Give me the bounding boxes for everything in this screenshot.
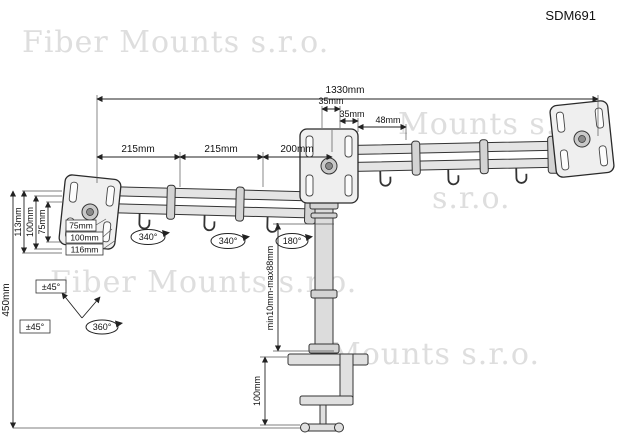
arm-clamp (479, 139, 489, 175)
dim-label-clamp-100: 100mm (252, 376, 262, 406)
rotation-label-340-left: 340° (139, 232, 158, 242)
clamp-top-plate (287, 353, 369, 366)
dim-pole-range: min10mm-max88mm (265, 223, 334, 352)
watermark-text: Fiber Mounts s.r.o. (50, 265, 357, 300)
dim-total-height: 450mm (1, 190, 300, 429)
arm-clamp (166, 184, 176, 220)
dim-label-offset-b: 35mm (339, 109, 364, 119)
vesa-slot (105, 185, 115, 207)
pole-tube (314, 197, 334, 355)
cable-hook (447, 169, 460, 186)
vesa-slot (101, 221, 112, 243)
dim-label-113: 113mm (13, 207, 23, 236)
dim-arm-segments: 215mm 215mm 200mm (96, 130, 333, 187)
dim-label-segment-right: 200mm (280, 144, 313, 155)
arm-clamp (411, 140, 421, 176)
desk-clamp (287, 353, 369, 433)
vesa-width-box (65, 219, 97, 232)
dim-label-vesa-100: 100mm (70, 233, 98, 243)
vesa-slot (598, 145, 609, 167)
arm-tube-upper (103, 186, 315, 202)
tilt-indicators: ±45° ±45° (19, 279, 101, 334)
cable-hook (266, 216, 279, 233)
vesa-slot (344, 174, 353, 197)
dim-label-vesa-75: 75mm (69, 221, 93, 231)
dim-label-segment-left: 215mm (121, 144, 154, 155)
dim-center-offsets: 35mm 35mm 48mm (318, 96, 407, 140)
clamp-bottom-jaw (299, 395, 354, 406)
dim-label-75: 75mm (37, 209, 47, 234)
dim-total-width: 1330mm (96, 85, 599, 183)
clamp-knob-end (300, 422, 310, 433)
vesa-hub-screw (86, 208, 94, 216)
dim-label-450: 450mm (1, 283, 12, 316)
right-vesa-plate (549, 100, 615, 178)
dim-label-segment-mid: 215mm (204, 144, 237, 155)
clamp-knob-bar (304, 423, 340, 432)
clamp-screw (319, 404, 327, 425)
vesa-slot (594, 107, 605, 129)
pole-base-collar (308, 343, 340, 354)
rotation-label-360: 360° (93, 322, 112, 332)
rotation-arrowhead (162, 230, 170, 237)
clamp-knob-end (334, 422, 344, 433)
dim-plate-heights: 113mm 100mm 75mm (13, 190, 62, 254)
dim-label-offset-a: 35mm (318, 96, 343, 106)
arm-tube-lower (103, 203, 315, 219)
vesa-width-box (65, 231, 104, 244)
rotation-arrowhead (305, 234, 313, 241)
rotation-arrow-ellipse (210, 233, 246, 249)
rotation-arrow-ellipse (85, 319, 119, 335)
rotation-arrow-ellipse (130, 229, 166, 245)
dim-label-total-width: 1330mm (326, 85, 365, 96)
rotation-arrowhead (242, 234, 250, 241)
center-pole (308, 197, 340, 355)
dim-label-offset-48: 48mm (375, 115, 400, 125)
dim-label-vesa-116: 116mm (71, 245, 99, 255)
vesa-slot (559, 149, 570, 171)
dim-clamp-height: 100mm (252, 356, 300, 426)
rotation-arrowhead (115, 320, 123, 328)
product-code: SDM691 (545, 8, 596, 23)
dim-label-pole-range: min10mm-max88mm (265, 246, 275, 331)
vesa-width-box (65, 243, 104, 256)
arm-clamp (235, 186, 245, 222)
tilt-label-lower: ±45° (26, 322, 45, 332)
cable-hook (515, 168, 528, 184)
vesa-hub-screw (325, 162, 333, 170)
vesa-slot (555, 111, 566, 133)
vesa-slot (68, 181, 79, 203)
tilt-box (35, 279, 67, 294)
pole-adjust-collar (310, 289, 338, 299)
watermark-text: s.r.o. (432, 181, 511, 216)
watermark-text: Fiber Mounts s.r.o. (22, 25, 329, 60)
tilt-label-upper: ±45° (42, 282, 61, 292)
vesa-hub-screw (578, 135, 586, 143)
vesa-width-labels: 75mm 100mm 116mm (65, 218, 117, 256)
center-vesa-plate (299, 128, 359, 204)
cable-hook (379, 170, 392, 187)
tilt-box (19, 319, 51, 334)
vesa-slot (305, 174, 314, 197)
vesa-slot (344, 135, 353, 158)
cable-hook (203, 215, 216, 232)
cable-hook (138, 213, 151, 230)
rotation-label-180: 180° (283, 236, 302, 246)
dim-label-100: 100mm (25, 207, 35, 237)
left-arm (99, 180, 317, 233)
pole-ring (310, 212, 338, 219)
rotation-label-340-mid: 340° (219, 236, 238, 246)
